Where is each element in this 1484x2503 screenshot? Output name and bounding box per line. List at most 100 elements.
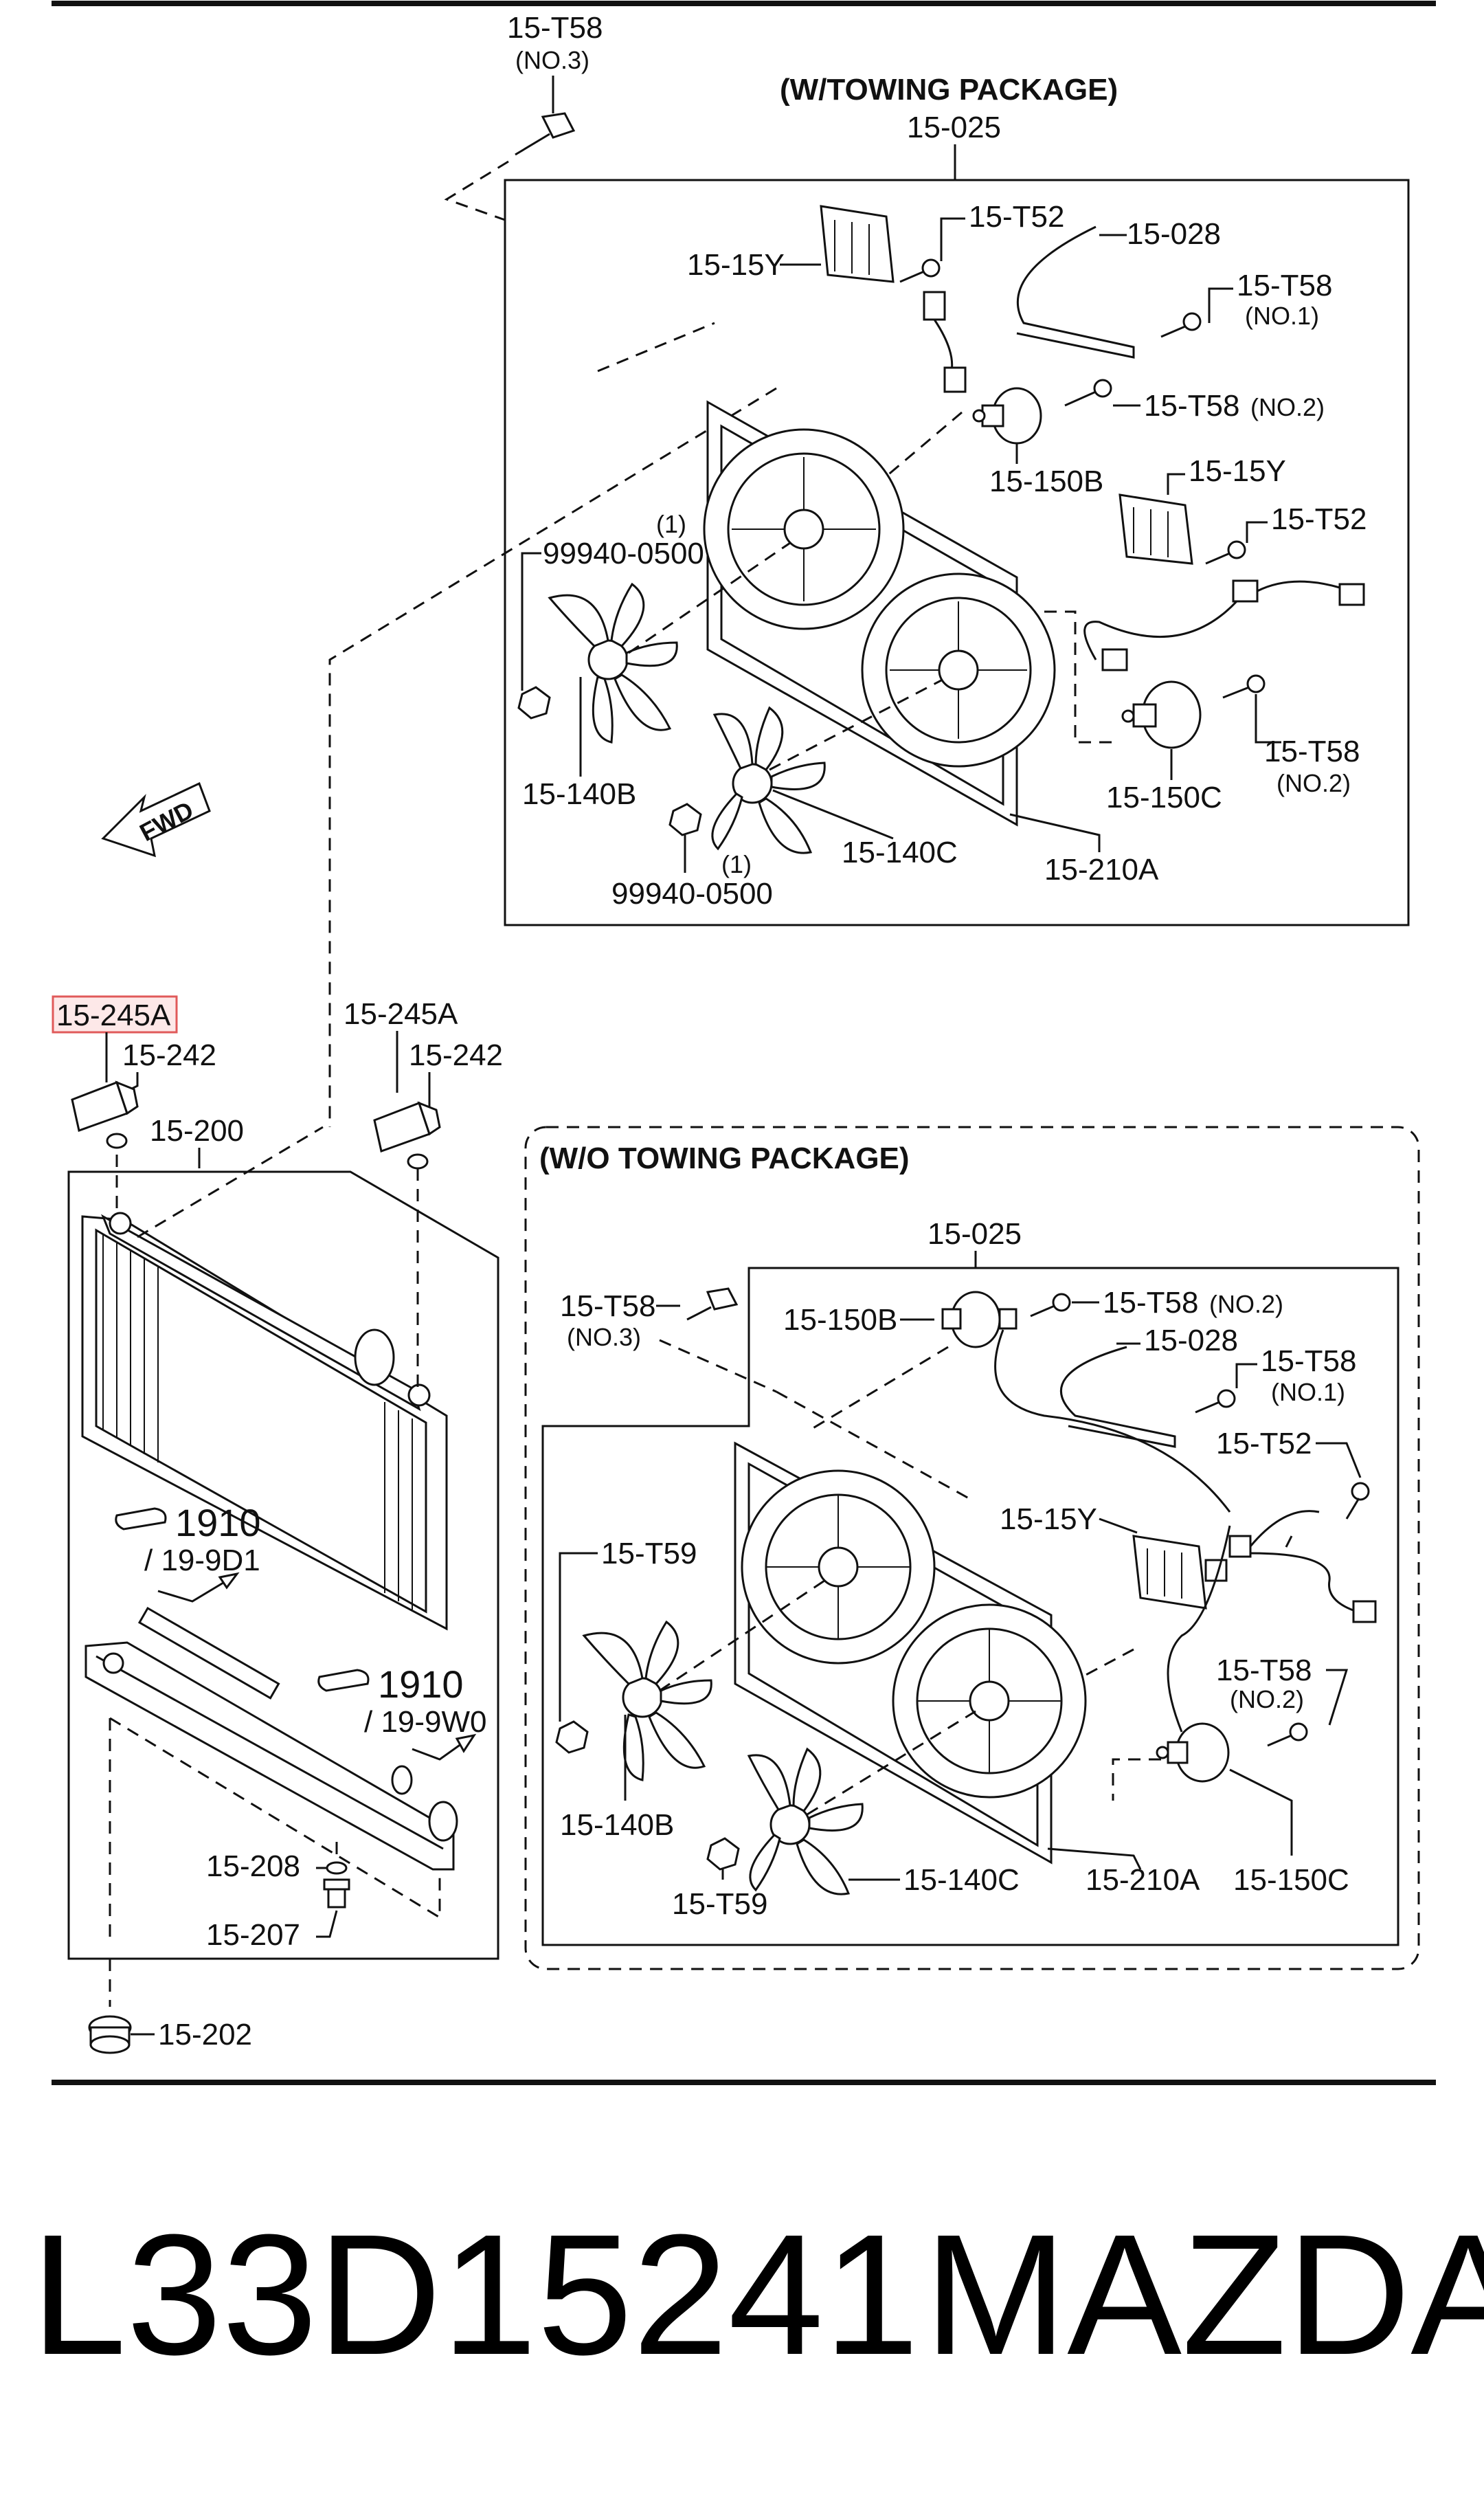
fan-shroud-icon (734, 1441, 1087, 1865)
nt-motor-b-label: 15-150B (783, 1303, 897, 1337)
nut-b-qty: (1) (721, 850, 752, 878)
cushion-right-label: 15-242 (409, 1038, 503, 1072)
resistor-icon (820, 205, 895, 283)
bracket-left-label: 15-245A (56, 999, 171, 1032)
radiator-section: 15-245A 15-242 15-245A 15-242 15-200 (52, 995, 503, 2054)
nt-shroud-label: 15-210A (1086, 1863, 1200, 1897)
bolt-top-label: 15-T58 (507, 11, 603, 45)
bolt-no2-b-note: (NO.2) (1277, 769, 1351, 797)
nt-motor-c-label: 15-150C (1233, 1863, 1349, 1897)
screw-icon (1205, 540, 1246, 565)
oring-icon (326, 1861, 348, 1875)
nut-icon (706, 1837, 740, 1871)
no-towing-inner-frame (541, 1267, 1399, 1946)
screw-t52-b-label: 15-T52 (1271, 502, 1367, 536)
fan-shroud-icon (703, 400, 1056, 827)
ref-2-num: 1910 (378, 1662, 464, 1706)
nt-nut-b-label: 15-T59 (672, 1887, 767, 1921)
drain-plug-icon (323, 1878, 350, 1909)
nt-bolt-no1-label: 15-T58 (1261, 1344, 1356, 1378)
shroud-label: 15-210A (1044, 853, 1159, 887)
screw-icon (1345, 1482, 1370, 1520)
bolt-no1-label: 15-T58 (1237, 269, 1332, 302)
bracket-icon (71, 1080, 139, 1132)
nut-icon (517, 686, 551, 720)
resistor-icon (1118, 493, 1193, 565)
nt-fan-b-label: 15-140B (560, 1808, 674, 1842)
connector-icon (1101, 648, 1128, 671)
bolt-icon (1222, 674, 1266, 699)
fan-b-label: 15-140B (522, 777, 636, 811)
bolt-no2-b-label: 15-T58 (1264, 735, 1360, 768)
bolt-icon (686, 1287, 739, 1321)
towing-assembly-label: 15-025 (907, 111, 1001, 144)
motor-icon (1121, 680, 1202, 749)
ref-1-page: / 19-9D1 (144, 1544, 260, 1577)
harness-icon (1059, 1346, 1176, 1448)
nut-a-label: 99940-0500 (543, 537, 704, 570)
motor-icon (941, 1291, 1018, 1348)
drain-plug-label: 15-207 (206, 1918, 300, 1952)
bolt-no2-a-note: (NO.2) (1250, 393, 1325, 421)
ref-2-page: / 19-9W0 (364, 1705, 487, 1739)
nt-nut-a-label: 15-T59 (601, 1537, 697, 1570)
hand-pointer-icon (115, 1507, 167, 1531)
cushion-left-label: 15-242 (122, 1038, 216, 1072)
nt-bolt-no3-note: (NO.3) (567, 1323, 641, 1351)
connector-icon (923, 291, 946, 321)
nut-icon (555, 1720, 589, 1754)
harness-icon (1016, 225, 1135, 359)
resistor-label: 15-15Y (687, 248, 785, 282)
lower-tank-icon (85, 1606, 458, 1871)
nt-bolt-no3-label: 15-T58 (560, 1289, 655, 1323)
connector-icon (1352, 1600, 1377, 1623)
nut-icon (668, 803, 702, 836)
connector-icon (1232, 579, 1259, 603)
bracket-icon (373, 1101, 441, 1153)
caption-part-number: L33D15241 (31, 2199, 919, 2390)
bolt-icon (1030, 1293, 1071, 1317)
connector-icon (943, 366, 967, 393)
bracket-right-label: 15-245A (344, 997, 458, 1031)
caption-brand: MAZDA (924, 2199, 1484, 2390)
nt-fan-c-label: 15-140C (903, 1863, 1020, 1897)
towing-header: (W/TOWING PACKAGE) (780, 73, 1118, 107)
fwd-arrow-icon: FWD (101, 781, 211, 858)
nut-a-qty: (1) (656, 510, 686, 538)
no-towing-section: (W/O TOWING PACKAGE) 15-025 15-T58 (NO.3… (524, 1126, 1420, 1970)
nt-bolt-no2-a-note: (NO.2) (1209, 1290, 1283, 1318)
screw-icon (899, 258, 941, 283)
bolt-icon (1267, 1722, 1308, 1747)
nt-bolt-no2-b-label: 15-T58 (1216, 1654, 1312, 1687)
nt-harness-label: 15-028 (1144, 1324, 1238, 1357)
nt-assembly-label: 15-025 (928, 1217, 1022, 1251)
cushion-icon (407, 1153, 429, 1170)
bolt-icon (515, 112, 576, 156)
nut-b-label: 99940-0500 (611, 877, 773, 911)
nt-screw-t52-label: 15-T52 (1216, 1427, 1312, 1460)
nt-bolt-no1-note: (NO.1) (1271, 1378, 1345, 1406)
bolt-icon (1064, 379, 1112, 407)
bolt-no2-a-label: 15-T58 (1144, 389, 1239, 423)
harness-label: 15-028 (1127, 217, 1221, 251)
nt-bolt-no2-b-note: (NO.2) (1230, 1685, 1304, 1713)
fan-blade-icon (548, 582, 678, 744)
nt-resistor-label: 15-15Y (1000, 1502, 1097, 1536)
fan-blade-icon (582, 1620, 712, 1781)
fan-blade-icon (747, 1747, 864, 1895)
oring-label: 15-208 (206, 1849, 300, 1883)
motor-icon (972, 387, 1042, 445)
bolt-icon (1195, 1389, 1236, 1414)
motor-c-label: 15-150C (1106, 781, 1222, 814)
motor-b-label: 15-150B (989, 465, 1103, 498)
connector-icon (1338, 583, 1365, 606)
bolt-icon (1160, 312, 1202, 338)
no-towing-header: (W/O TOWING PACKAGE) (539, 1142, 910, 1175)
highlight-box (52, 995, 178, 1034)
fan-blade-icon (711, 706, 826, 854)
cap-label: 15-202 (158, 2018, 252, 2051)
radiator-cap-icon (88, 2015, 132, 2054)
ref-1-num: 1910 (175, 1501, 261, 1544)
bolt-no1-note: (NO.1) (1245, 302, 1319, 330)
